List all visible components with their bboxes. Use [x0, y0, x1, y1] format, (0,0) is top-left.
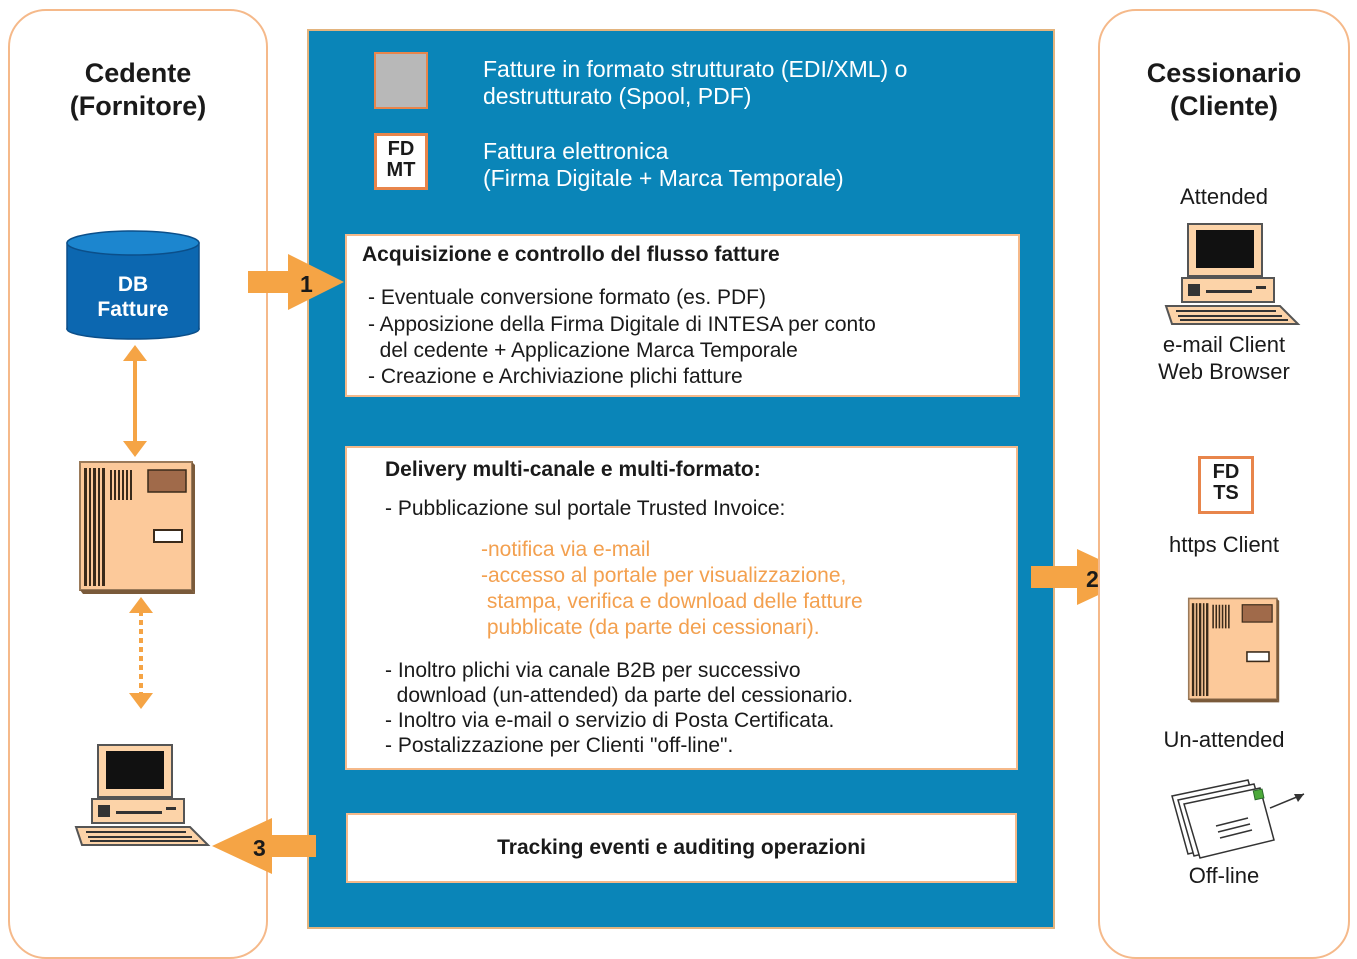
email-client-line: e-mail Client	[1162, 332, 1286, 357]
acquisition-line: - Creazione e Archiviazione plichi fattu…	[368, 365, 743, 388]
db-label-line2: Fatture	[97, 298, 169, 321]
acquisition-box	[345, 234, 1020, 397]
tracking-box	[346, 813, 1017, 883]
acquisition-line: - Apposizione della Firma Digitale di IN…	[368, 313, 876, 336]
tracking-title: Tracking eventi e auditing operazioni	[497, 836, 866, 859]
fd-ts-line1: FD	[1212, 461, 1240, 483]
legend-electronic-text: Fattura elettronica (Firma Digitale + Ma…	[483, 138, 844, 192]
offline-label: Off-line	[1188, 863, 1260, 888]
server-pc-dashed-arrow	[129, 597, 153, 709]
delivery-line: - Postalizzazione per Clienti "off-line"…	[385, 734, 734, 757]
cessionario-title-line2: (Cliente)	[1170, 91, 1278, 121]
server-icon	[1187, 597, 1280, 703]
delivery-line: - Inoltro via e-mail o servizio di Posta…	[385, 709, 835, 732]
delivery-portal-subitem: stampa, verifica e download delle fattur…	[481, 590, 863, 613]
db-label: DB Fatture	[66, 272, 200, 322]
email-client-label: e-mail Client Web Browser	[1098, 331, 1350, 385]
legend-structured-line2: destrutturato (Spool, PDF)	[483, 83, 752, 109]
fd-ts-line2: TS	[1213, 482, 1239, 504]
cessionario-title: Cessionario (Cliente)	[1098, 57, 1350, 123]
computer-icon	[74, 744, 211, 846]
legend-fd-line1: FD	[387, 138, 415, 160]
delivery-portal-line: - Pubblicazione sul portale Trusted Invo…	[385, 497, 786, 520]
arrow-3	[212, 818, 316, 874]
mail-envelopes-icon	[1171, 779, 1305, 859]
attended-label: Attended	[1179, 184, 1269, 209]
database-icon	[66, 230, 200, 340]
web-browser-line: Web Browser	[1158, 359, 1290, 384]
unattended-label: Un-attended	[1163, 727, 1285, 752]
acquisition-line: - Eventuale conversione formato (es. PDF…	[368, 286, 766, 309]
cedente-title-line1: Cedente	[84, 58, 192, 88]
delivery-line: - Inoltro plichi via canale B2B per succ…	[385, 659, 801, 682]
server-icon	[79, 461, 195, 594]
fd-ts-badge: FD TS	[1198, 456, 1254, 514]
arrow-3-label: 3	[253, 835, 266, 861]
delivery-box	[345, 446, 1018, 770]
db-label-line1: DB	[117, 273, 149, 296]
computer-icon	[1164, 223, 1301, 325]
arrow-2-label: 2	[1086, 566, 1099, 592]
legend-electronic-line1: Fattura elettronica	[483, 138, 669, 164]
delivery-portal-subitem: pubblicate (da parte dei cessionari).	[481, 616, 820, 639]
cedente-title-line2: (Fornitore)	[69, 91, 207, 121]
cedente-title: Cedente (Fornitore)	[8, 57, 268, 123]
delivery-line: download (un-attended) da parte del cess…	[385, 684, 854, 707]
https-client-label: https Client	[1168, 532, 1280, 557]
cessionario-title-line1: Cessionario	[1146, 58, 1302, 88]
legend-electronic-line2: (Firma Digitale + Marca Temporale)	[483, 165, 844, 191]
legend-structured-line1: Fatture in formato strutturato (EDI/XML)…	[483, 56, 908, 82]
arrow-1-label: 1	[300, 271, 313, 297]
legend-fd-mt-badge: FD MT	[374, 133, 428, 190]
delivery-portal-subitem: -accesso al portale per visualizzazione,	[481, 564, 847, 587]
legend-fd-line2: MT	[386, 159, 416, 181]
db-server-double-arrow	[123, 345, 147, 457]
delivery-portal-subitem: -notifica via e-mail	[481, 538, 651, 561]
legend-structured-text: Fatture in formato strutturato (EDI/XML)…	[483, 56, 907, 110]
legend-structured-swatch	[374, 52, 428, 109]
delivery-title: Delivery multi-canale e multi-formato:	[385, 458, 761, 481]
arrow-1	[248, 254, 344, 310]
acquisition-title: Acquisizione e controllo del flusso fatt…	[362, 243, 780, 266]
acquisition-line: del cedente + Applicazione Marca Tempora…	[368, 339, 798, 362]
